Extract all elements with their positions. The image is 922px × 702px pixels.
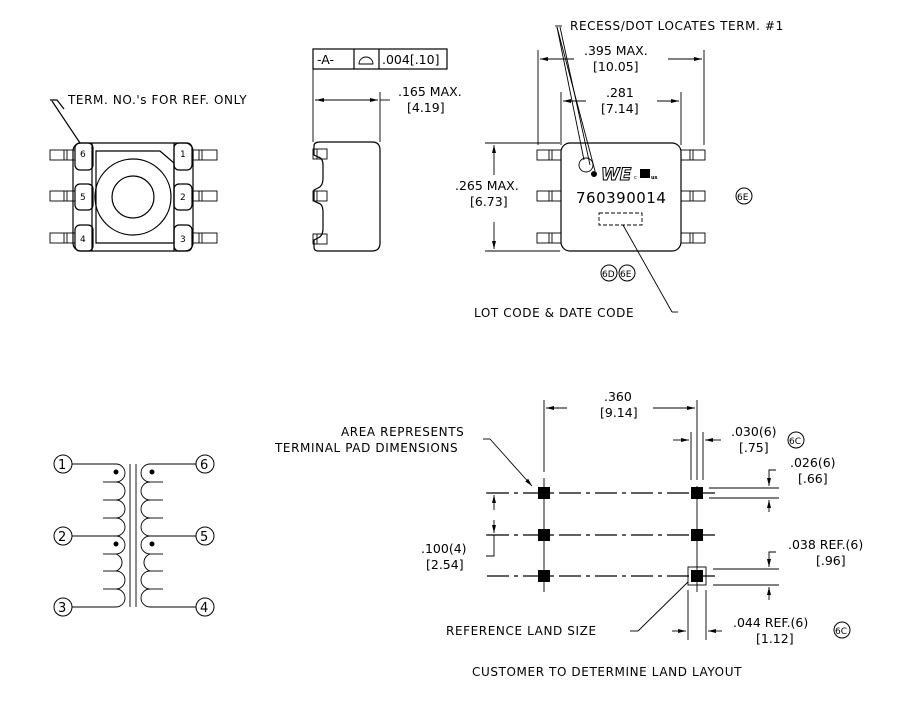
pin-5-label: 5 — [200, 530, 208, 545]
ref-height-in: .038 REF.(6) — [788, 537, 863, 552]
reference-land-label: REFERENCE LAND SIZE — [446, 624, 597, 638]
recess-note-label: RECESS/DOT LOCATES TERM. #1 — [570, 19, 784, 33]
land-pad-1 — [691, 487, 703, 499]
pad-width-in: .030(6) — [731, 424, 777, 439]
secondary-winding-upper — [140, 463, 196, 537]
lot-leader-line — [622, 224, 673, 313]
side-body-outline — [313, 141, 381, 252]
callout-6c-bottom — [833, 621, 851, 639]
pitch-y-mm: [2.54] — [426, 557, 464, 572]
callout-6e-right-text: 6E — [737, 193, 749, 203]
schematic: 1 2 3 4 5 6 — [53, 454, 215, 617]
pin-4-label: 4 — [200, 601, 208, 616]
width-dim-mm: [10.05] — [593, 59, 639, 74]
top-term-cell-1 — [173, 142, 193, 171]
ul-mark-icon: c us — [634, 169, 658, 181]
callout-6e-right — [735, 187, 753, 205]
pitch-y-in: .100(4) — [421, 541, 467, 556]
callout-6c-bottom-text: 6C — [835, 627, 847, 637]
body-dim-in: .281 — [606, 85, 634, 100]
pin-6-label: 6 — [200, 458, 208, 473]
length-dim-mm: [6.73] — [470, 194, 508, 209]
top-core-outline — [95, 150, 175, 244]
land-pad-2 — [691, 529, 703, 541]
callout-6e-bottom — [618, 264, 636, 282]
pin1-dot-icon — [591, 171, 597, 177]
primary-winding-lower — [72, 535, 126, 608]
pin-3-label: 3 — [58, 601, 66, 616]
land-layout-footer-note: CUSTOMER TO DETERMINE LAND LAYOUT — [472, 665, 742, 679]
reference-land-leader — [637, 581, 689, 632]
svg-text:WE: WE — [601, 165, 632, 185]
top-term-label-1: 1 — [180, 150, 186, 160]
top-term-label-2: 2 — [180, 193, 186, 203]
top-core-inner-circle — [111, 175, 155, 219]
land-pattern: AREA REPRESENTS TERMINAL PAD DIMENSIONS … — [274, 389, 863, 679]
area-note-line2: TERMINAL PAD DIMENSIONS — [274, 441, 458, 455]
pitch-x-in: .360 — [604, 389, 632, 404]
polarity-dot-2 — [113, 541, 119, 547]
we-logo-icon: WE — [601, 165, 633, 186]
ref-width-in: .044 REF.(6) — [733, 615, 808, 630]
land-pad-4 — [538, 570, 550, 582]
term-note-leader — [50, 99, 65, 110]
callout-6d-text: 6D — [602, 270, 615, 280]
top-term-label-4: 4 — [80, 235, 86, 245]
length-dim-in: .265 MAX. — [455, 178, 519, 193]
land-pad-3 — [691, 570, 703, 582]
top-term-cell-2 — [173, 183, 193, 211]
top-view: TERM. NO.'s FOR REF. ONLY 6 5 4 1 2 3 — [49, 93, 247, 252]
pin-1-label: 1 — [58, 458, 66, 473]
recess-circle-icon — [578, 157, 594, 173]
pad-height-mm: [.66] — [798, 471, 828, 486]
height-dim-mm: [4.19] — [407, 100, 445, 115]
area-note-line1: AREA REPRESENTS — [341, 425, 464, 439]
callout-6d — [600, 264, 618, 282]
callout-6c-top — [787, 431, 805, 449]
flatness-value: .004[.10] — [382, 52, 439, 67]
secondary-winding-lower — [140, 535, 196, 608]
primary-winding-upper — [72, 463, 126, 537]
top-term-label-3: 3 — [180, 235, 186, 245]
top-term-cell-3 — [173, 224, 193, 252]
ref-width-mm: [1.12] — [756, 631, 794, 646]
lot-code-box — [598, 212, 643, 226]
top-leads — [49, 149, 218, 244]
side-view: -A- .004[.10] .165 MAX. [4.19] — [312, 48, 462, 252]
front-leads — [536, 149, 706, 244]
polarity-dot-5 — [149, 541, 155, 547]
ref-height-mm: [.96] — [816, 553, 846, 568]
pitch-x-mm: [9.14] — [600, 405, 638, 420]
lot-note-label: LOT CODE & DATE CODE — [474, 306, 634, 320]
polarity-dot-1 — [113, 469, 119, 475]
pad-width-mm: [.75] — [739, 440, 769, 455]
land-pad-5 — [538, 529, 550, 541]
area-note-leader — [489, 438, 533, 487]
polarity-dot-6 — [149, 469, 155, 475]
front-view: RECESS/DOT LOCATES TERM. #1 .395 MAX. [1… — [455, 19, 784, 320]
svg-text:c: c — [634, 175, 637, 181]
pin-2-label: 2 — [58, 530, 66, 545]
pad-height-in: .026(6) — [790, 455, 836, 470]
datum-label: -A- — [317, 52, 334, 67]
term-note-leader-line — [51, 100, 81, 144]
feature-control-frame — [312, 48, 448, 70]
height-dim-in: .165 MAX. — [398, 84, 462, 99]
callout-6e-bottom-text: 6E — [620, 270, 632, 280]
top-term-label-5: 5 — [80, 193, 86, 203]
callout-6c-top-text: 6C — [789, 437, 801, 447]
width-dim-in: .395 MAX. — [584, 43, 648, 58]
profile-symbol-icon — [358, 56, 374, 65]
body-dim-mm: [7.14] — [601, 101, 639, 116]
top-term-label-6: 6 — [80, 150, 86, 160]
part-number: 760390014 — [576, 189, 666, 207]
reference-land-outline — [687, 566, 707, 586]
term-note-label: TERM. NO.'s FOR REF. ONLY — [67, 93, 247, 107]
svg-text:us: us — [651, 175, 658, 181]
land-pad-6 — [538, 487, 550, 499]
top-core-outer-circle — [94, 158, 172, 236]
